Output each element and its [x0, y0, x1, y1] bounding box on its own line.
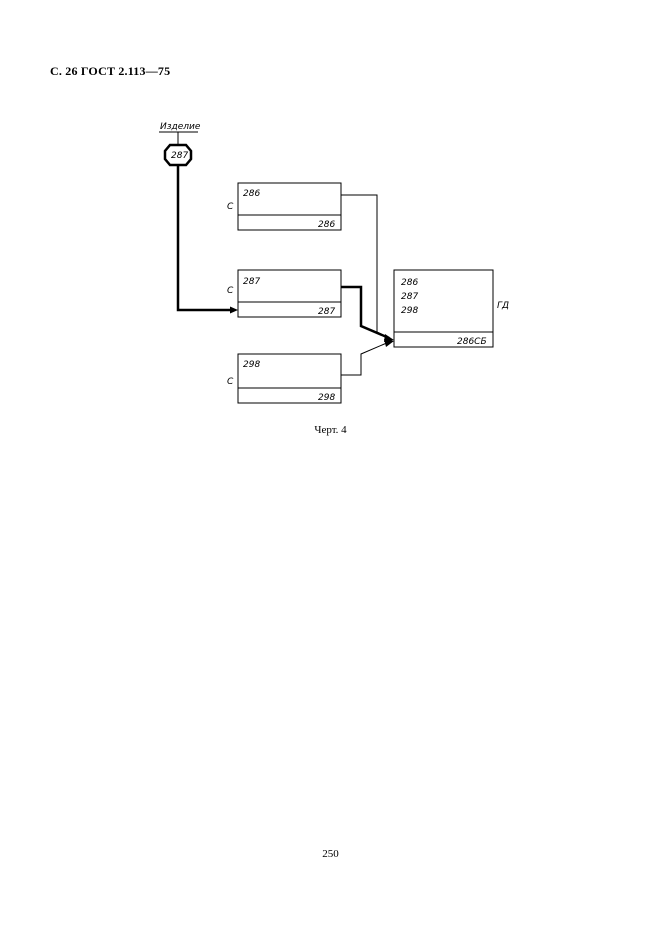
figure-caption: Черт. 4 — [314, 424, 347, 436]
block-298: 298 298 С — [227, 353, 342, 404]
block-side-label: С — [227, 202, 234, 212]
main-block-item: 287 — [401, 292, 418, 302]
connector-286 — [341, 194, 390, 339]
arrow-head-icon — [230, 306, 238, 314]
main-block-item: 298 — [401, 306, 418, 316]
page-header: С. 26 ГОСТ 2.113—75 — [50, 64, 171, 78]
block-content: 286 — [243, 189, 260, 199]
block-designation: 286 — [318, 220, 335, 230]
block-content: 298 — [243, 360, 260, 370]
main-block-side-label: ГД — [497, 301, 509, 311]
connector-287 — [341, 285, 390, 340]
product-label: Изделие — [160, 122, 201, 132]
page-number: 250 — [322, 848, 339, 860]
connector-298 — [341, 341, 390, 376]
main-block-item: 286 — [401, 278, 418, 288]
arrow-head-icon — [384, 339, 394, 347]
block-side-label: С — [227, 286, 234, 296]
main-assembly-block: 286 287 298 286СБ ГД — [393, 269, 509, 348]
product-number-symbol: 287 — [163, 143, 193, 167]
block-286: 286 286 С — [227, 182, 342, 231]
block-designation: 287 — [318, 307, 335, 317]
product-connector — [176, 165, 232, 312]
block-287: 287 287 С — [227, 269, 342, 318]
block-content: 287 — [243, 277, 260, 287]
product-number: 287 — [171, 151, 188, 161]
block-side-label: С — [227, 377, 234, 387]
main-block-designation: 286СБ — [457, 337, 487, 347]
block-designation: 298 — [318, 393, 335, 403]
